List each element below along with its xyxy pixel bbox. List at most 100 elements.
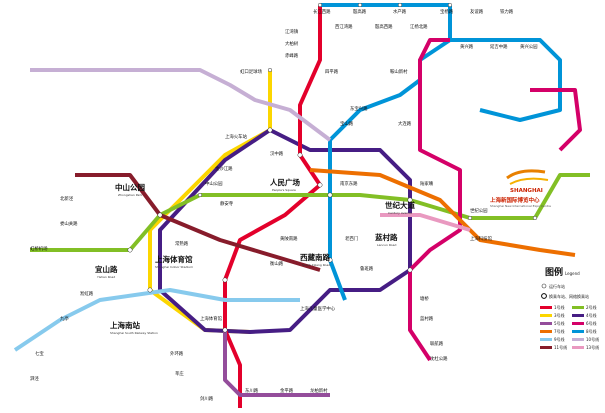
station-dot[interactable] <box>407 197 413 203</box>
major-station-label-en: People's Square <box>272 188 296 192</box>
station-dot[interactable] <box>532 215 538 221</box>
station-label[interactable]: 娄山关路 <box>60 220 78 227</box>
station-label[interactable]: 联航路 <box>430 340 444 347</box>
station-label[interactable]: 莘庄 <box>175 370 184 377</box>
station-label[interactable]: 沈杜公路 <box>430 355 448 362</box>
station-label[interactable]: 四平路 <box>325 68 339 75</box>
station-dot[interactable] <box>127 247 133 253</box>
station-label[interactable]: 江湾镇 <box>285 28 299 35</box>
line-5 <box>223 330 330 397</box>
station-dot[interactable] <box>327 257 333 263</box>
station-label[interactable]: 虹桥机场 <box>30 245 48 252</box>
major-station-label[interactable]: 上海体育馆 <box>155 254 193 264</box>
station-label[interactable]: 静安寺 <box>220 200 234 207</box>
station-label[interactable]: 龙柏新村 <box>310 387 328 394</box>
station-dot[interactable] <box>222 327 228 333</box>
station-label[interactable]: 上海火车站 <box>225 133 248 140</box>
station-label[interactable]: 宝山路 <box>340 120 354 127</box>
station-dot[interactable] <box>327 192 333 198</box>
station-label[interactable]: 东宝兴路 <box>350 105 368 112</box>
line-10 <box>30 68 332 142</box>
station-dot[interactable] <box>197 192 203 198</box>
station-label[interactable]: 虹口足球场 <box>240 68 263 75</box>
station-label[interactable]: 赤峰路 <box>285 52 299 59</box>
station-label[interactable]: 上海体育馆 <box>200 315 223 322</box>
station-labels: 长江西路 殷高路 水产路 宝杨路 友谊路 铁力路 江湾镇 大柏树 赤峰路 西江湾… <box>30 8 538 402</box>
station-label[interactable]: 衡山路 <box>270 260 284 267</box>
station-label[interactable]: 水产路 <box>393 8 407 15</box>
station-label[interactable]: 延吉中路 <box>490 43 508 50</box>
station-dot[interactable] <box>317 2 323 8</box>
station-label[interactable]: 长江西路 <box>313 8 331 15</box>
line-1 <box>223 5 322 408</box>
station-label[interactable]: 大柏树 <box>285 40 299 47</box>
station-dot[interactable] <box>357 2 363 8</box>
station-dot[interactable] <box>447 2 453 8</box>
legend-line-swatch <box>540 330 552 333</box>
legend-line-swatch <box>540 322 552 325</box>
station-dot[interactable] <box>267 67 273 73</box>
station-label[interactable]: 黄兴公园 <box>520 43 538 50</box>
station-label[interactable]: 宝杨路 <box>440 8 454 15</box>
major-station-label-en: Lancun Road <box>377 243 396 247</box>
major-station-label[interactable]: 世纪大道 <box>385 200 415 210</box>
station-label[interactable]: 黄兴路 <box>460 43 474 50</box>
station-dot[interactable] <box>222 277 228 283</box>
major-station-label[interactable]: 宜山路 <box>95 264 118 274</box>
major-station-label[interactable]: 上海南站 <box>110 320 140 330</box>
station-label[interactable]: 鞍山新村 <box>390 68 408 75</box>
expo-logo-text: SHANGHAI <box>510 188 543 194</box>
station-label[interactable]: 淞虹路 <box>80 290 94 297</box>
station-label[interactable]: 上海儿童医学中心 <box>300 305 336 312</box>
station-label[interactable]: 泗泾 <box>30 375 39 382</box>
station-dot[interactable] <box>297 152 303 158</box>
station-label[interactable]: 东川路 <box>245 387 259 394</box>
station-label[interactable]: 金沙江路 <box>215 165 233 172</box>
station-label[interactable]: 九亭 <box>60 315 69 322</box>
station-label[interactable]: 剑川路 <box>200 395 214 402</box>
station-label[interactable]: 外环路 <box>170 350 184 357</box>
station-dot[interactable] <box>407 267 413 273</box>
station-label[interactable]: 殷高路 <box>353 8 367 15</box>
station-label[interactable]: 上海科技馆 <box>470 235 493 242</box>
station-dot[interactable] <box>267 127 273 133</box>
station-label[interactable]: 大连路 <box>398 120 412 127</box>
station-label[interactable]: 黄陂南路 <box>280 235 298 242</box>
line-12 <box>450 38 562 122</box>
station-label[interactable]: 七宝 <box>35 350 44 357</box>
legend-title-en: Legend <box>565 271 580 276</box>
legend-line-swatch <box>540 346 552 349</box>
legend-item: 换乘车站、网络换乘站 <box>549 293 589 299</box>
major-station-label[interactable]: 中山公园 <box>115 182 145 192</box>
station-dot[interactable] <box>467 215 473 221</box>
station-label[interactable]: 南京东路 <box>340 180 358 187</box>
line-east-branch <box>530 88 582 152</box>
station-label[interactable]: 汉中路 <box>270 150 284 157</box>
legend-line-label: 13号线 <box>586 344 599 350</box>
station-label[interactable]: 塘桥 <box>420 295 429 302</box>
station-label[interactable]: 金平路 <box>280 387 294 394</box>
station-label[interactable]: 世纪公园 <box>470 207 488 214</box>
station-label[interactable]: 中山公园 <box>205 180 223 187</box>
station-label[interactable]: 铁力路 <box>500 8 514 15</box>
station-label[interactable]: 友谊路 <box>470 8 484 15</box>
line-13 <box>380 213 471 232</box>
station-label[interactable]: 殷高西路 <box>375 23 393 30</box>
station-dot[interactable] <box>317 182 323 188</box>
legend-line-swatch <box>572 330 584 333</box>
station-label[interactable]: 西江湾路 <box>335 23 353 30</box>
major-station-label[interactable]: 西藏南路 <box>300 252 330 262</box>
station-label[interactable]: 陆家嘴 <box>420 180 434 187</box>
station-label[interactable]: 北新泾 <box>60 195 74 202</box>
legend-line-label: 1号线 <box>554 304 565 310</box>
station-label[interactable]: 常熟路 <box>175 240 189 247</box>
station-label[interactable]: 江杨北路 <box>410 23 428 30</box>
station-dot[interactable] <box>397 2 403 8</box>
station-label[interactable]: 鲁班路 <box>360 265 374 272</box>
station-dot[interactable] <box>157 212 163 218</box>
major-station-label[interactable]: 蓝村路 <box>375 232 398 242</box>
major-station-label[interactable]: 人民广场 <box>270 177 300 187</box>
station-dot[interactable] <box>147 287 153 293</box>
station-label[interactable]: 蓝村路 <box>420 315 434 322</box>
station-label[interactable]: 老西门 <box>345 235 358 242</box>
